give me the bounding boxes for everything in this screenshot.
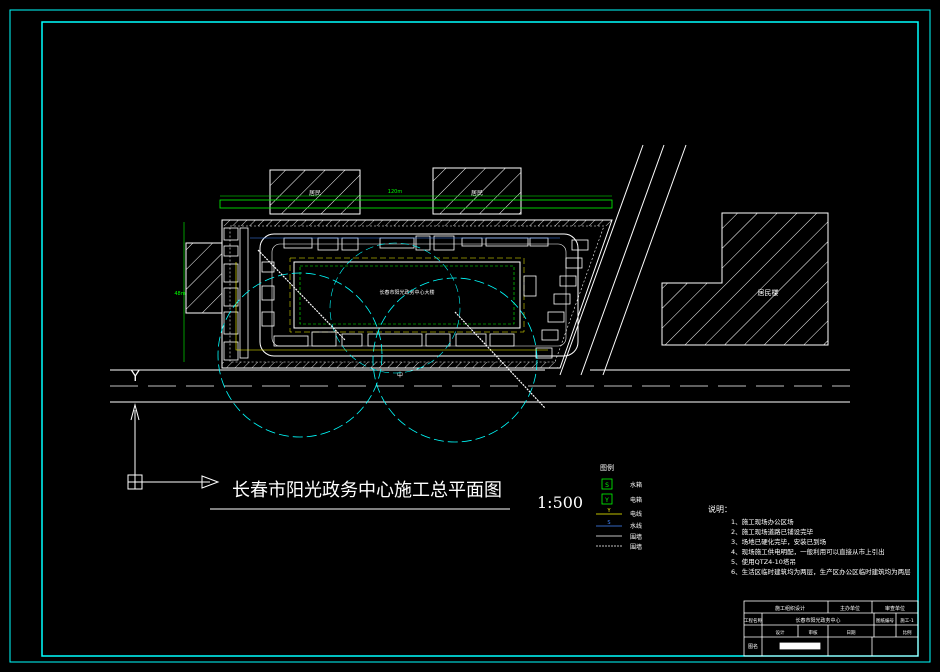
axis-y-label: Y bbox=[130, 369, 140, 385]
title-block-cell-3: 日期 bbox=[847, 630, 856, 636]
title-block-cell-2: 审核 bbox=[809, 629, 818, 636]
legend-item-2: Y 电线 bbox=[596, 508, 642, 518]
title-block-r1c3: 审查单位 bbox=[885, 605, 905, 612]
notes-heading: 说明： bbox=[708, 504, 732, 514]
svg-text:水箱: 水箱 bbox=[630, 481, 642, 489]
neighbor-top-left-label: 居民 bbox=[309, 190, 321, 197]
note-item-1: 1、施工现场办公区场 bbox=[731, 517, 794, 526]
title-block-cell-4: 比例 bbox=[903, 629, 912, 636]
inner-frame bbox=[41, 21, 919, 657]
legend-title: 图例 bbox=[600, 463, 614, 472]
title-block-r1c2: 主办单位 bbox=[840, 605, 860, 612]
title-block-drawing-name-label: 图名 bbox=[748, 643, 758, 650]
road-diagonal-1 bbox=[559, 144, 644, 376]
neighbor-building-top-left bbox=[269, 169, 361, 215]
site-boundary-green bbox=[219, 199, 613, 209]
title-block-drawing-no: 施工-1 bbox=[900, 617, 914, 624]
svg-text:电箱: 电箱 bbox=[630, 496, 642, 504]
fence-hatch-top bbox=[222, 220, 612, 226]
svg-text:Y: Y bbox=[604, 497, 609, 504]
road bbox=[110, 369, 850, 403]
facility-blocks-left bbox=[223, 227, 275, 361]
fence-hatch-bottom bbox=[222, 362, 558, 368]
title-block-drawing-no-label: 图纸编号 bbox=[876, 617, 894, 624]
note-item-4: 4、现场施工供电明配，一般利用可以直接从市上引出 bbox=[731, 547, 885, 556]
road-diagonal-3 bbox=[602, 144, 687, 376]
neighbor-building-right bbox=[661, 212, 829, 346]
drawing-scale: 1:500 bbox=[537, 493, 583, 512]
crane-boom-2 bbox=[454, 311, 546, 409]
title-block-project-name: 长春市阳光政务中心 bbox=[795, 617, 840, 624]
facility-blocks-bottom bbox=[273, 331, 515, 347]
road-center-label: 中 bbox=[397, 371, 403, 379]
svg-text:S: S bbox=[607, 520, 610, 526]
crane-radius-left bbox=[217, 272, 383, 438]
legend-item-3: S 水线 bbox=[596, 520, 642, 530]
outer-frame bbox=[9, 9, 931, 663]
electric-line bbox=[235, 262, 548, 351]
title-block-cell-1: 设计 bbox=[776, 629, 785, 636]
road-diagonal-2 bbox=[580, 144, 665, 376]
legend-item-1: Y 电箱 bbox=[601, 493, 642, 505]
building-footprint bbox=[293, 261, 521, 329]
title-block-r1c1: 施工组织设计 bbox=[775, 605, 805, 612]
crane-boom-1 bbox=[257, 249, 346, 341]
neighbor-right-label: 居民楼 bbox=[758, 288, 779, 297]
building-label: 长春市阳光政务中心大楼 bbox=[379, 289, 434, 296]
crane-radius-right bbox=[372, 277, 538, 443]
neighbor-top-mid-label: 居民 bbox=[471, 190, 483, 197]
svg-text:围墙: 围墙 bbox=[630, 543, 642, 551]
svg-text:S: S bbox=[605, 482, 609, 489]
title-block-project-label: 工程名称 bbox=[744, 617, 762, 624]
svg-text:围墙: 围墙 bbox=[630, 533, 642, 541]
drawing-title: 长春市阳光政务中心施工总平面图 bbox=[232, 480, 502, 501]
neighbor-building-left bbox=[185, 242, 223, 314]
dimension-top-label: 120m bbox=[388, 189, 403, 195]
title-block bbox=[743, 600, 919, 657]
building-footprint-green bbox=[299, 265, 515, 325]
inner-road bbox=[259, 233, 579, 357]
note-item-3: 3、场地已硬化完毕，安装已到场 bbox=[731, 537, 827, 546]
legend-item-0: S 水箱 bbox=[601, 478, 642, 490]
svg-text:水线: 水线 bbox=[630, 522, 642, 530]
neighbor-building-top-mid bbox=[432, 167, 522, 215]
note-item-2: 2、施工现场道路已铺设完毕 bbox=[731, 527, 814, 536]
note-item-6: 6、生活区临时建筑均为两层，生产区办公区临时建筑均为两层 bbox=[731, 567, 911, 576]
axis-symbol bbox=[127, 403, 220, 490]
svg-text:电线: 电线 bbox=[630, 510, 642, 518]
svg-text:Y: Y bbox=[606, 508, 611, 514]
dimension-left-label: 48m bbox=[174, 291, 185, 297]
facility-blocks-right bbox=[523, 239, 589, 359]
legend-item-4: 围墙 bbox=[596, 533, 642, 541]
legend-item-5: 围墙 bbox=[596, 543, 642, 551]
note-item-5: 5、使用QTZ4-10塔吊 bbox=[731, 557, 796, 566]
crane-radius-top bbox=[329, 242, 461, 374]
